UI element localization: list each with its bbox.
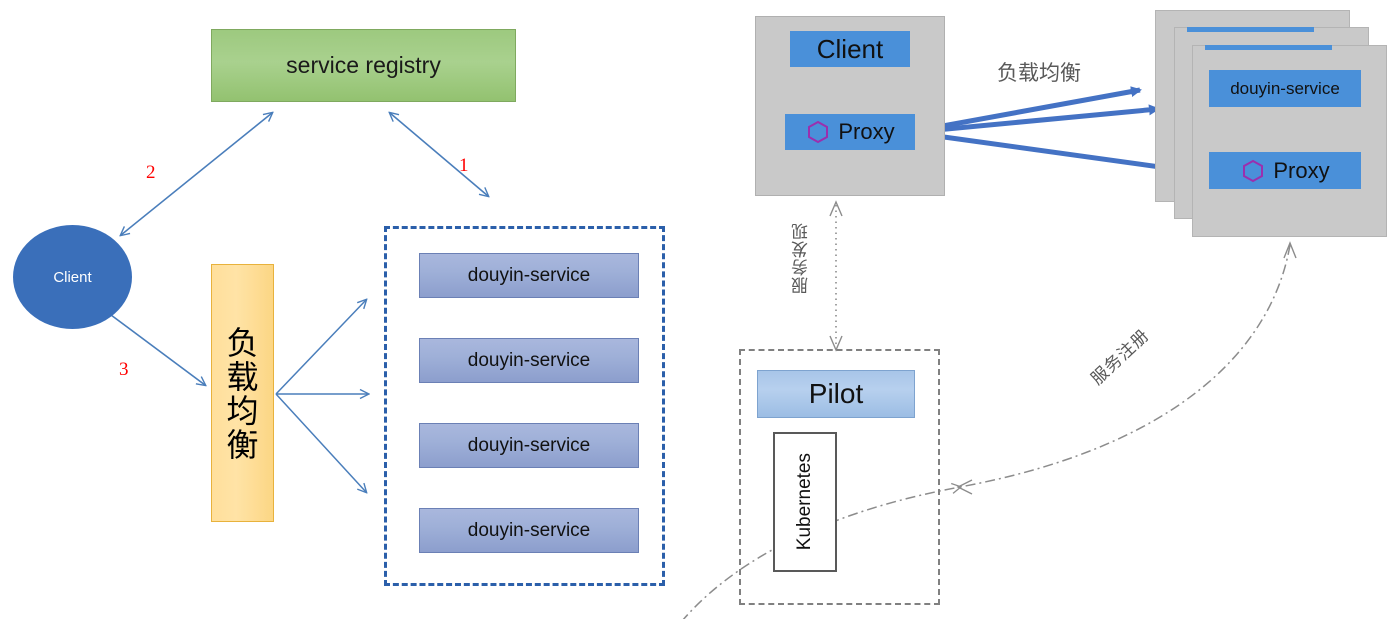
- hexagon-icon: [1240, 158, 1266, 184]
- step-number-1: 1: [459, 155, 469, 176]
- service-discovery-edge-label: 服务发现: [792, 222, 812, 294]
- load-balancer-label-line-2: 均衡: [226, 392, 259, 464]
- client-label: Client: [53, 268, 92, 286]
- edge-registry-to-services: [390, 113, 488, 196]
- douyin-service-box-1[interactable]: douyin-service: [419, 253, 639, 298]
- edge-service-discovery: [829, 200, 843, 352]
- douyin-service-box-3[interactable]: douyin-service: [419, 423, 639, 468]
- client-app-label: Client: [816, 33, 884, 64]
- load-balancer-label-line-1: 负载: [226, 324, 259, 397]
- edge-loadbalance-fan: [914, 86, 1198, 177]
- service-registry-box[interactable]: service registry: [211, 29, 516, 102]
- services-group-container: [384, 226, 665, 586]
- service-app-chip[interactable]: douyin-service: [1209, 70, 1361, 107]
- service-register-edge-label: 服务注册: [1087, 325, 1154, 390]
- kubernetes-label: Kubernetes: [794, 453, 815, 551]
- douyin-service-label: douyin-service: [467, 434, 591, 456]
- service-app-label: douyin-service: [1230, 78, 1340, 98]
- client-proxy-chip[interactable]: Proxy: [785, 114, 915, 150]
- service-registry-label: service registry: [286, 52, 441, 78]
- pilot-box[interactable]: Pilot: [757, 370, 915, 418]
- kubernetes-box[interactable]: Kubernetes: [773, 432, 837, 572]
- douyin-service-label: douyin-service: [467, 519, 591, 541]
- edge-registry-to-client: [121, 113, 272, 235]
- load-balance-edge-label: 负载均衡: [997, 61, 1081, 85]
- edge-loadbalancer-fanout: [275, 300, 368, 492]
- douyin-service-box-4[interactable]: douyin-service: [419, 508, 639, 553]
- control-plane-container: [739, 349, 940, 605]
- pilot-label: Pilot: [808, 378, 864, 409]
- step-number-3: 3: [119, 359, 129, 380]
- step-number-2: 2: [146, 162, 156, 183]
- hexagon-icon: [805, 119, 831, 145]
- load-balancer-box[interactable]: 负载 均衡: [211, 264, 274, 522]
- douyin-service-label: douyin-service: [467, 264, 591, 286]
- service-proxy-chip[interactable]: Proxy: [1209, 152, 1361, 189]
- service-pod-card-accent-back: [1187, 27, 1314, 32]
- service-pod-card-accent-middle: [1205, 45, 1332, 50]
- douyin-service-label: douyin-service: [467, 349, 591, 371]
- edge-service-register: [682, 241, 1297, 619]
- service-proxy-label: Proxy: [1273, 157, 1330, 183]
- client-proxy-label: Proxy: [838, 119, 895, 144]
- client-node[interactable]: Client: [13, 225, 132, 329]
- douyin-service-box-2[interactable]: douyin-service: [419, 338, 639, 383]
- client-app-chip[interactable]: Client: [790, 31, 910, 67]
